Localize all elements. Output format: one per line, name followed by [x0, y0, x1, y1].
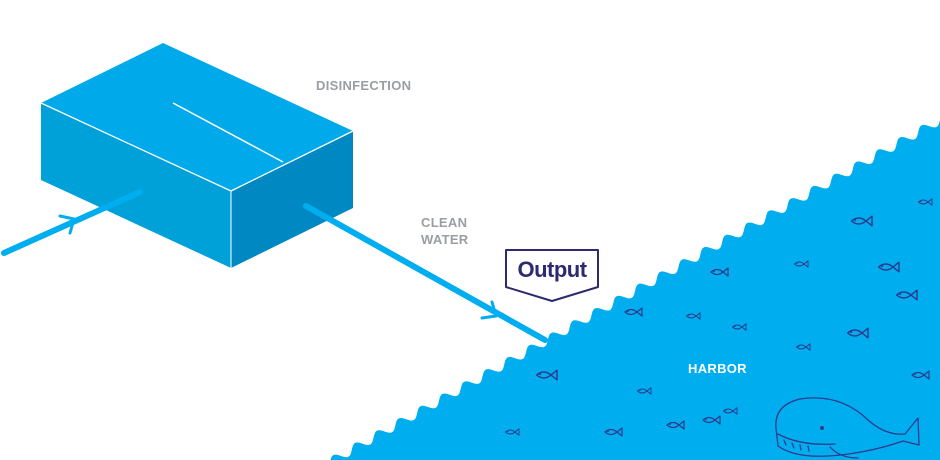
output-badge-label: Output [517, 257, 587, 282]
harbor-water [330, 120, 940, 460]
whale-icon [775, 397, 920, 459]
disinfection-tank [40, 43, 354, 268]
harbor-label: HARBOR [688, 361, 747, 376]
clean-water-label-line2: WATER [421, 232, 469, 247]
arrow-icon [58, 214, 76, 235]
outlet-pipe [303, 203, 548, 343]
inlet-pipe [1, 189, 143, 256]
arrow-icon [480, 300, 498, 320]
clean-water-label-line1: CLEAN [421, 215, 468, 230]
clean-water-label: CLEAN WATER [421, 214, 468, 248]
disinfection-label: DISINFECTION [316, 78, 412, 93]
output-badge: Output [505, 249, 599, 302]
